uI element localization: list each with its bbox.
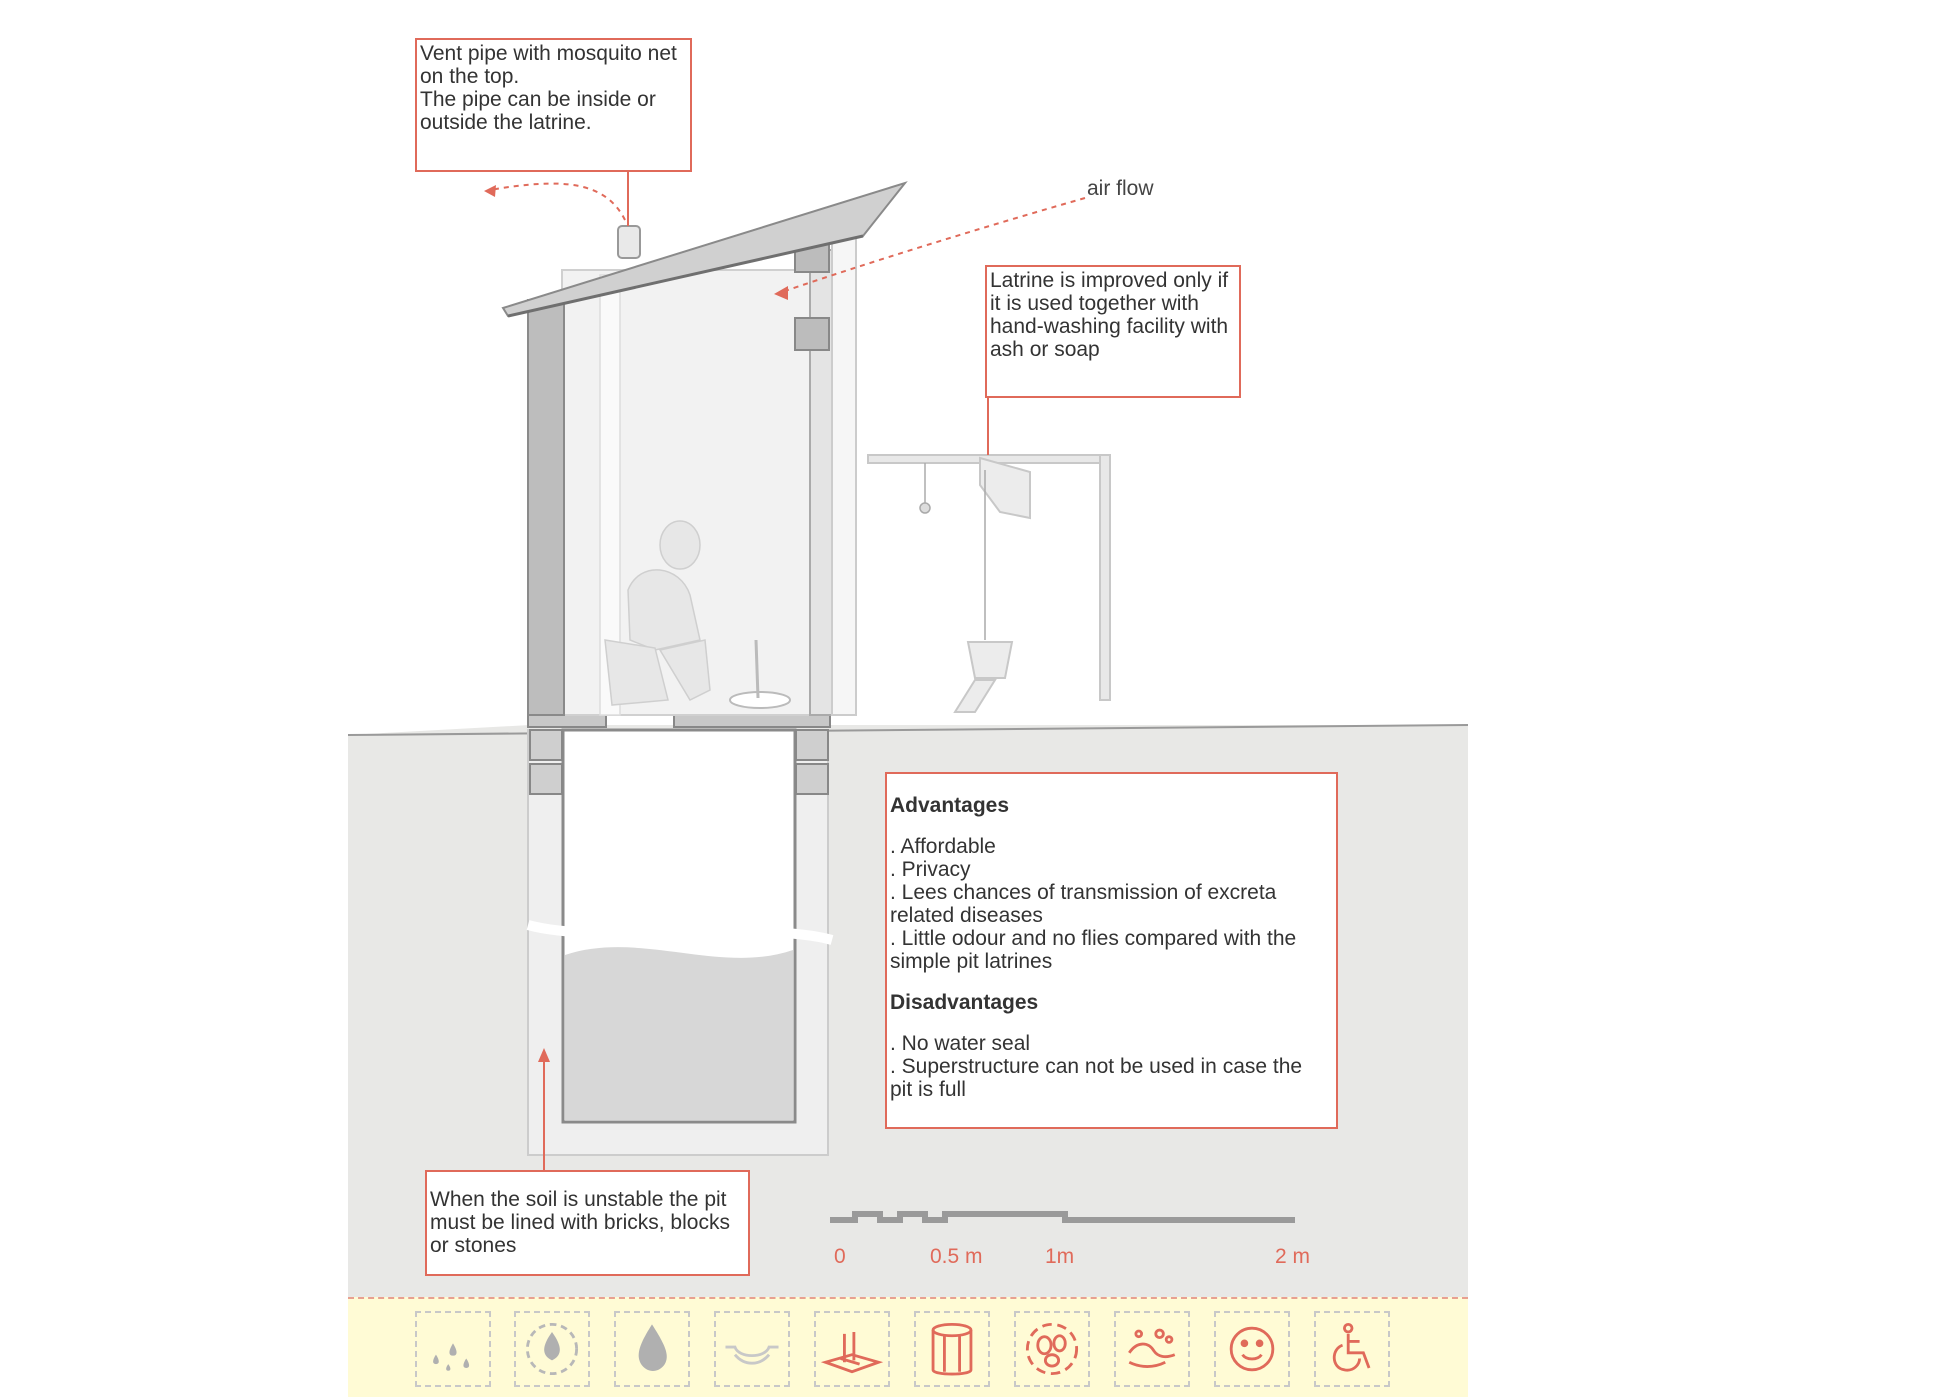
pit-lining-band (526, 920, 834, 945)
pit-content (565, 947, 793, 1120)
vent-air-arrowhead (484, 185, 496, 197)
water-drop-icon (614, 1311, 690, 1387)
icon-strip (348, 1297, 1468, 1397)
advantage-item: . Lees chances of transmission of excret… (890, 881, 1277, 927)
soap-ball (919, 502, 931, 514)
scale-label-2: 2 m (1275, 1245, 1311, 1268)
roof-edge (507, 234, 864, 318)
advantages-title: Advantages (890, 794, 1010, 817)
vent-pipe-text-2: The pipe can be inside or outside the la… (420, 88, 656, 134)
lined-pit-icon (914, 1311, 990, 1387)
disadvantage-item: . Superstructure can not be used in case… (890, 1055, 1303, 1101)
water-jerrycan (979, 456, 1031, 520)
slab-right (673, 714, 831, 728)
scale-label-half: 0.5 m (930, 1245, 983, 1268)
vent-air-leader (489, 182, 626, 221)
scale-label-1: 1m (1045, 1245, 1075, 1268)
ladle (754, 639, 760, 699)
air-flow-label: air flow (1087, 177, 1154, 200)
smiley-face-icon (1214, 1311, 1290, 1387)
wheelchair-icon (1314, 1311, 1390, 1387)
foot-pedal (953, 679, 997, 713)
advantage-item: . Privacy (890, 858, 971, 881)
advantages-list: . Affordable . Privacy . Lees chances of… (890, 835, 1330, 973)
disadvantages-list: . No water seal . Superstructure can not… (890, 1032, 1330, 1101)
pit-brick (795, 729, 829, 761)
basin-icon (714, 1311, 790, 1387)
pit-brick (529, 729, 563, 761)
disadvantage-item: . No water seal (890, 1032, 1031, 1055)
air-flow-leader (781, 197, 1086, 293)
hand-washing-icon (1114, 1311, 1190, 1387)
improved-latrine-text: Latrine is improved only if it is used t… (990, 269, 1229, 361)
disadvantages-title: Disadvantages (890, 991, 1039, 1014)
tippy-tap-bucket (966, 641, 1014, 679)
pit-brick (529, 763, 563, 795)
vent-pipe-text-1: Vent pipe with mosquito net on the top. (420, 42, 677, 88)
air-flow-arrowhead (774, 286, 788, 300)
water-container (729, 691, 791, 709)
water-cycle-icon (514, 1311, 590, 1387)
soil-lining-text: When the soil is unstable the pit must b… (430, 1188, 730, 1257)
vent-pipe-cap (617, 225, 641, 259)
wash-frame-post (1099, 454, 1111, 701)
advantages-box: Advantages . Affordable . Privacy . Lees… (885, 772, 1338, 1129)
fecal-recycle-icon (1014, 1311, 1090, 1387)
vent-block (794, 317, 830, 351)
person-figure (604, 520, 711, 706)
scale-bar (830, 1211, 1295, 1223)
vent-pipe-callout: Vent pipe with mosquito net on the top. … (415, 38, 692, 172)
advantage-item: . Little odour and no flies compared wit… (890, 927, 1297, 973)
soil-lining-callout: When the soil is unstable the pit must b… (425, 1170, 750, 1276)
slab-left (527, 714, 607, 728)
scale-label-0: 0 (834, 1245, 846, 1268)
improved-latrine-callout: Latrine is improved only if it is used t… (985, 265, 1241, 398)
left-wall (527, 299, 565, 716)
side-wall (831, 229, 857, 716)
pit-brick (795, 763, 829, 795)
latrine-slab-icon (814, 1311, 890, 1387)
advantage-item: . Affordable (890, 835, 996, 858)
rain-drops-icon (415, 1311, 491, 1387)
soil-leader-arrowhead (538, 1048, 550, 1062)
